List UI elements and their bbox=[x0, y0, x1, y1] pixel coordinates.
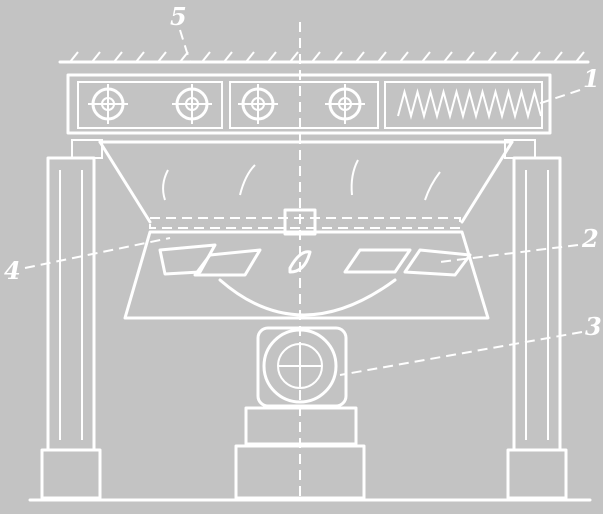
fan-icon bbox=[88, 84, 128, 124]
hatch-mark bbox=[201, 51, 211, 63]
hatch-mark bbox=[223, 51, 233, 63]
overhead-beam bbox=[66, 73, 552, 135]
hatch-mark bbox=[69, 51, 79, 63]
hatch-mark bbox=[289, 51, 299, 63]
hatch-mark bbox=[135, 51, 145, 63]
hatch-mark bbox=[267, 51, 277, 63]
label-1: 1 bbox=[583, 64, 600, 93]
hatch-mark bbox=[575, 51, 585, 63]
left-column bbox=[40, 139, 103, 500]
label-2: 2 bbox=[582, 224, 599, 253]
ceiling-hatching bbox=[58, 51, 590, 64]
heater-coil bbox=[397, 88, 542, 120]
hatch-mark bbox=[355, 51, 365, 63]
hatch-mark bbox=[443, 51, 453, 63]
hatch-mark bbox=[531, 51, 541, 63]
leader-lines bbox=[24, 29, 583, 376]
impeller-chamber bbox=[123, 208, 490, 320]
fan-icon bbox=[172, 84, 212, 124]
hatch-mark bbox=[421, 51, 431, 63]
label-4: 4 bbox=[4, 256, 21, 285]
label-3: 3 bbox=[585, 312, 602, 341]
hood bbox=[98, 140, 514, 224]
hatch-mark bbox=[245, 51, 255, 63]
hatch-mark bbox=[465, 51, 475, 63]
hatch-mark bbox=[377, 51, 387, 63]
hatch-mark bbox=[91, 51, 101, 63]
label-5: 5 bbox=[170, 2, 187, 31]
hatch-mark bbox=[157, 51, 167, 63]
hatch-mark bbox=[311, 51, 321, 63]
right-column bbox=[504, 139, 568, 500]
hatch-mark bbox=[553, 51, 563, 63]
hatch-mark bbox=[113, 51, 123, 63]
hatch-mark bbox=[333, 51, 343, 63]
hatch-mark bbox=[487, 51, 497, 63]
airflow-arrows bbox=[162, 159, 441, 201]
hatch-mark bbox=[509, 51, 519, 63]
fan-icons bbox=[88, 84, 365, 124]
hatch-mark bbox=[399, 51, 409, 63]
fan-icon bbox=[238, 84, 278, 124]
fan-icon bbox=[325, 84, 365, 124]
